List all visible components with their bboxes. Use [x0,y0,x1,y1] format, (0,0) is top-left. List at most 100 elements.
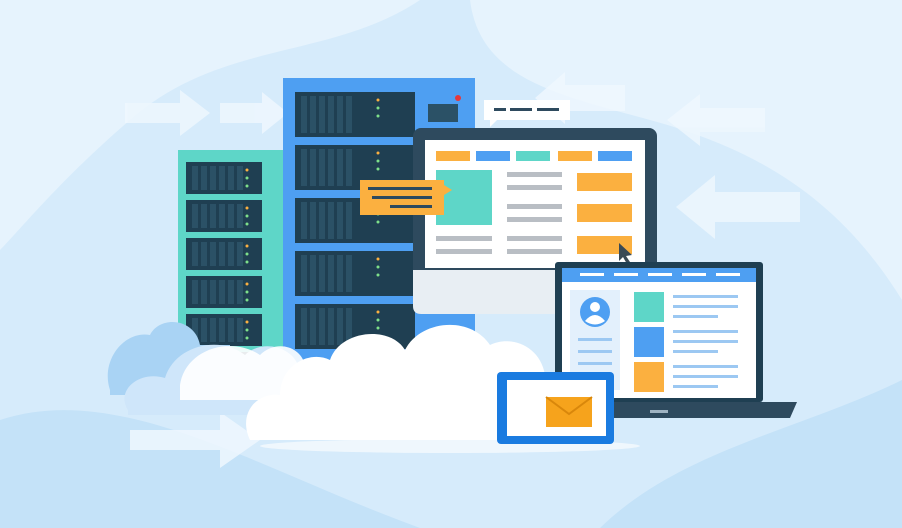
envelope-icon [545,396,593,427]
cursor-icon [619,243,632,264]
tablet-icon [497,372,614,444]
server-slot [228,204,234,228]
server-slot [337,96,343,133]
server-slot [310,149,316,186]
status-led [376,257,380,261]
server-slot [219,166,225,190]
server-slot [328,149,334,186]
status-led [245,206,249,210]
server-slot [192,280,198,304]
server-slot [319,255,325,292]
status-led [245,260,249,264]
server-slot [219,242,225,266]
server-slot [319,96,325,133]
server-slot [319,149,325,186]
status-led [376,167,380,171]
status-led [376,310,380,314]
server-slot [192,318,198,342]
server-slot [210,242,216,266]
server-slot [237,242,243,266]
status-led [245,252,249,256]
status-led [376,159,380,163]
status-led [376,326,380,330]
server-slot [346,149,352,186]
server-slot [201,318,207,342]
server-slot [210,318,216,342]
server-slot [219,280,225,304]
server-slot [310,96,316,133]
cloud-icon [107,322,640,453]
server-slot [301,308,307,345]
status-led [245,244,249,248]
server-slot [346,255,352,292]
server-slot [210,204,216,228]
status-led [245,282,249,286]
status-led [376,106,380,110]
server-slot [237,204,243,228]
server-slot [228,166,234,190]
server-slot [328,96,334,133]
status-led [376,220,380,224]
server-slot [210,166,216,190]
server-slot [346,308,352,345]
server-slot [237,280,243,304]
server-slot [301,202,307,239]
background-blob [600,380,902,528]
server-slot [237,166,243,190]
status-led [376,265,380,269]
status-led [245,320,249,324]
status-led [376,273,380,277]
server-slot [310,255,316,292]
server-slot [337,308,343,345]
server-slot [228,280,234,304]
server-slot [201,166,207,190]
server-slot [301,149,307,186]
status-led [245,336,249,340]
status-led [376,318,380,322]
server-slot [328,308,334,345]
server-slot [319,308,325,345]
status-led [376,151,380,155]
status-led [376,98,380,102]
status-led [245,168,249,172]
server-slot [301,255,307,292]
server-slot [346,202,352,239]
server-slot [337,149,343,186]
server-slot [337,202,343,239]
status-led [245,176,249,180]
server-slot [346,96,352,133]
background-blob [470,0,902,300]
server-slot [301,96,307,133]
server-slot [310,308,316,345]
server-slot [192,242,198,266]
server-slot [237,318,243,342]
status-led [245,222,249,226]
background-blob [0,0,420,250]
background-blob [0,410,420,528]
server-slot [228,242,234,266]
status-led [245,328,249,332]
server-slot [319,202,325,239]
speech-bubble-icon [360,180,452,215]
server-slot [337,255,343,292]
server-slot [219,204,225,228]
server-slot [328,255,334,292]
status-led [245,298,249,302]
server-slot [219,318,225,342]
server-slot [228,318,234,342]
speech-bubble-icon [484,100,570,127]
server-slot [210,280,216,304]
user-avatar-icon [580,297,610,327]
server-slot [201,242,207,266]
server-slot [201,204,207,228]
status-led [245,184,249,188]
status-led [376,114,380,118]
server-slot [201,280,207,304]
server-slot [192,166,198,190]
status-led [245,214,249,218]
server-slot [310,202,316,239]
server-slot [328,202,334,239]
server-slot [192,204,198,228]
status-led [245,290,249,294]
